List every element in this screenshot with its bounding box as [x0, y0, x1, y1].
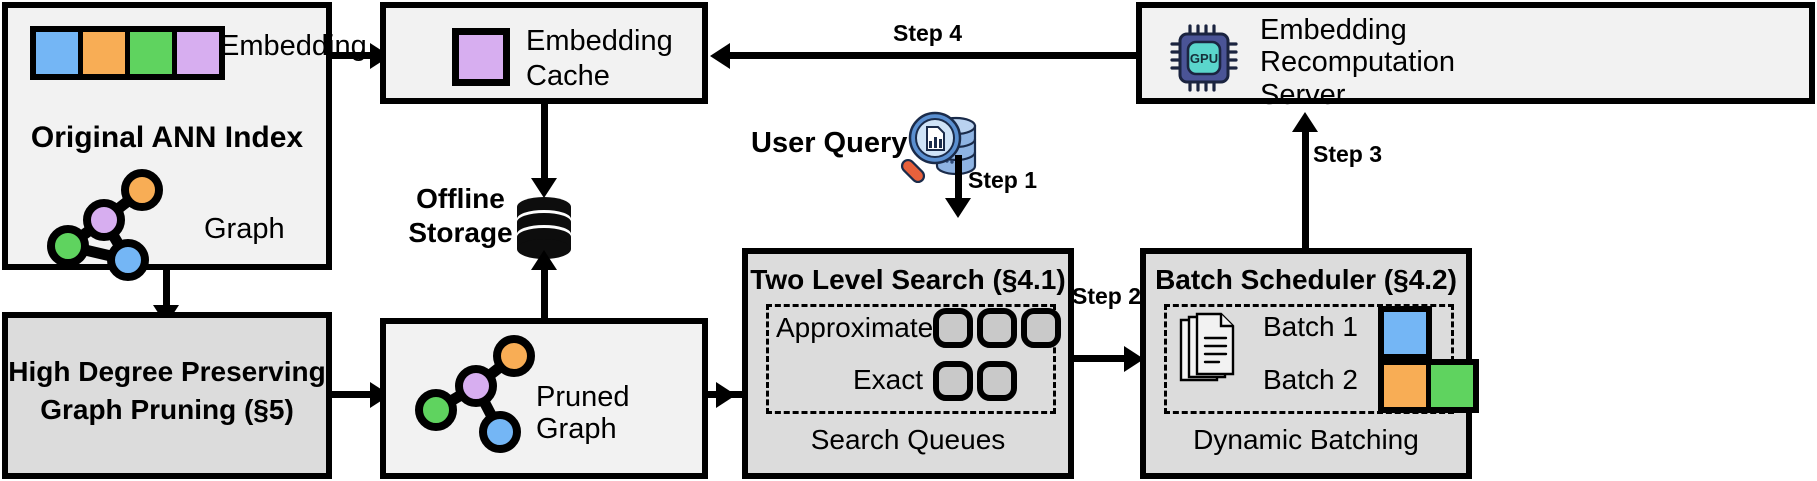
arrow-pruned-to-storage — [531, 250, 557, 270]
step-2-label: Step 2 — [1072, 283, 1142, 309]
embedding-swatch-blue — [36, 32, 83, 74]
batch-2-chip-green — [1431, 365, 1473, 407]
arrow-search-to-scheduler — [1124, 346, 1144, 372]
connector-server-to-cache — [728, 52, 1136, 59]
graph-node-orange — [121, 169, 163, 211]
embedding-swatch-orange — [83, 32, 130, 74]
step-1-label: Step 1 — [968, 167, 1038, 193]
step-4-label: Step 4 — [893, 20, 963, 46]
connector-pruned-to-storage — [541, 268, 548, 320]
documents-stack-icon — [1179, 312, 1235, 382]
embedding-cache-box: Embedding Cache — [380, 2, 708, 104]
connector-index-to-pruning — [163, 270, 170, 310]
pruned-node-blue — [479, 411, 521, 453]
recomputation-server-box: GPU Embedding Recomputation Server — [1136, 2, 1815, 111]
offline-storage-label: Offline Storage — [408, 183, 513, 248]
gpu-chip-icon: GPU — [1170, 24, 1238, 92]
original-ann-index-box: Embedding Original ANN Index Graph — [2, 2, 367, 281]
batch-2-chip-orange — [1384, 365, 1431, 407]
pruned-graph-box: Pruned Graph — [380, 318, 708, 479]
user-query-label: User Query — [751, 127, 908, 159]
exact-slot-2[interactable] — [977, 361, 1017, 401]
graph-node-blue — [107, 239, 149, 281]
pruned-node-green — [415, 389, 457, 431]
graph-pruning-title: High Degree Preserving Graph Pruning (§5… — [8, 356, 326, 425]
connector-search-to-scheduler — [1074, 355, 1136, 362]
graph-node-purple — [83, 199, 125, 241]
arrow-scheduler-to-server — [1292, 112, 1318, 132]
graph-label: Graph — [204, 213, 285, 245]
pruned-node-orange — [493, 335, 535, 377]
batch-1-label: Batch 1 — [1263, 311, 1358, 342]
arrow-pruned-to-search — [716, 382, 736, 408]
connector-pruning-to-pruned — [332, 391, 372, 398]
embedding-swatch-purple — [177, 32, 219, 74]
search-queues-footer: Search Queues — [810, 424, 1006, 455]
gpu-icon-text: GPU — [1190, 51, 1218, 66]
embedding-cache-title: Embedding Cache — [526, 25, 673, 93]
connector-scheduler-to-server — [1302, 130, 1309, 248]
embedding-swatch — [452, 28, 510, 86]
batch-1-chip-blue — [1378, 306, 1432, 360]
pruned-graph-label: Pruned Graph — [536, 381, 630, 446]
two-level-search-title: Two Level Search (§4.1) — [750, 264, 1066, 295]
database-cylinder-icon — [517, 197, 571, 259]
connector-cache-to-storage — [541, 104, 548, 182]
approximate-row-label: Approximate — [776, 312, 934, 343]
exact-row-label: Exact — [853, 364, 924, 395]
exact-slot-1[interactable] — [933, 361, 973, 401]
graph-node-green — [47, 225, 89, 267]
dynamic-batching-footer: Dynamic Batching — [1193, 424, 1419, 455]
batch-2-chips — [1378, 359, 1479, 413]
arrow-query-to-search — [945, 198, 971, 218]
connector-query-to-search — [955, 155, 962, 205]
original-ann-index-title: Original ANN Index — [30, 121, 304, 154]
pruned-graph-figure — [415, 335, 535, 453]
original-graph-figure — [47, 169, 163, 281]
batch-scheduler-title: Batch Scheduler (§4.2) — [1155, 264, 1457, 295]
batch-2-label: Batch 2 — [1263, 364, 1358, 395]
embedding-swatch-green — [130, 32, 177, 74]
arrow-cache-to-storage — [531, 178, 557, 198]
approximate-slot-3[interactable] — [1021, 308, 1061, 348]
search-queues-panel — [766, 304, 1056, 414]
arrow-server-to-cache — [710, 43, 730, 69]
recomputation-server-title: Embedding Recomputation Server — [1260, 14, 1456, 111]
search-database-icon — [900, 111, 977, 184]
approximate-slot-2[interactable] — [977, 308, 1017, 348]
step-3-label: Step 3 — [1313, 141, 1383, 167]
pruned-node-purple — [455, 365, 497, 407]
two-level-search-box: Two Level Search (§4.1) Approximate Exac… — [742, 248, 1074, 479]
embedding-swatch-strip — [30, 26, 225, 80]
connector-index-to-cache — [332, 52, 372, 59]
graph-pruning-box: High Degree Preserving Graph Pruning (§5… — [2, 312, 332, 479]
approximate-slot-1[interactable] — [933, 308, 973, 348]
batch-scheduler-box: Batch Scheduler (§4.2) Batch 1 Batch 2 — [1140, 248, 1479, 479]
